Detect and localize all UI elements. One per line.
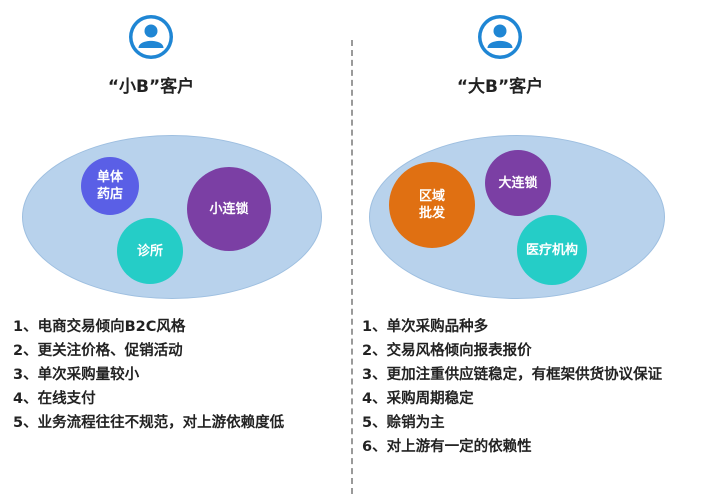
dashed-divider [351,40,353,494]
right-title: “大B”客户 [456,77,544,97]
regional-wholesale-circle: 区域 批发 [389,162,475,248]
left-title: “小B”客户 [107,77,195,97]
big-chain-circle: 大连锁 [485,150,551,216]
list-item: 4、采购周期稳定 [362,391,474,407]
list-item: 5、业务流程往往不规范，对上游依赖度低 [13,415,285,431]
medical-institution-circle: 医疗机构 [517,215,587,285]
user-icon [129,15,173,59]
list-item: 3、更加注重供应链稳定，有框架供货协议保证 [362,367,663,383]
list-item: 1、电商交易倾向B2C风格 [13,319,186,335]
list-item: 2、交易风格倾向报表报价 [362,343,532,359]
list-item: 2、更关注价格、促销活动 [13,343,183,359]
list-item: 3、单次采购量较小 [13,367,140,383]
list-item: 5、赊销为主 [362,415,445,431]
list-item: 1、单次采购品种多 [362,319,489,335]
right-points-list: 1、单次采购品种多 2、交易风格倾向报表报价 3、更加注重供应链稳定，有框架供货… [362,315,662,459]
clinic-circle: 诊所 [117,218,183,284]
user-icon [478,15,522,59]
small-chain-circle: 小连锁 [187,167,271,251]
pharmacy-circle: 单体 药店 [81,157,139,215]
list-item: 4、在线支付 [13,391,96,407]
left-points-list: 1、电商交易倾向B2C风格 2、更关注价格、促销活动 3、单次采购量较小 4、在… [13,315,284,435]
list-item: 6、对上游有一定的依赖性 [362,439,532,455]
